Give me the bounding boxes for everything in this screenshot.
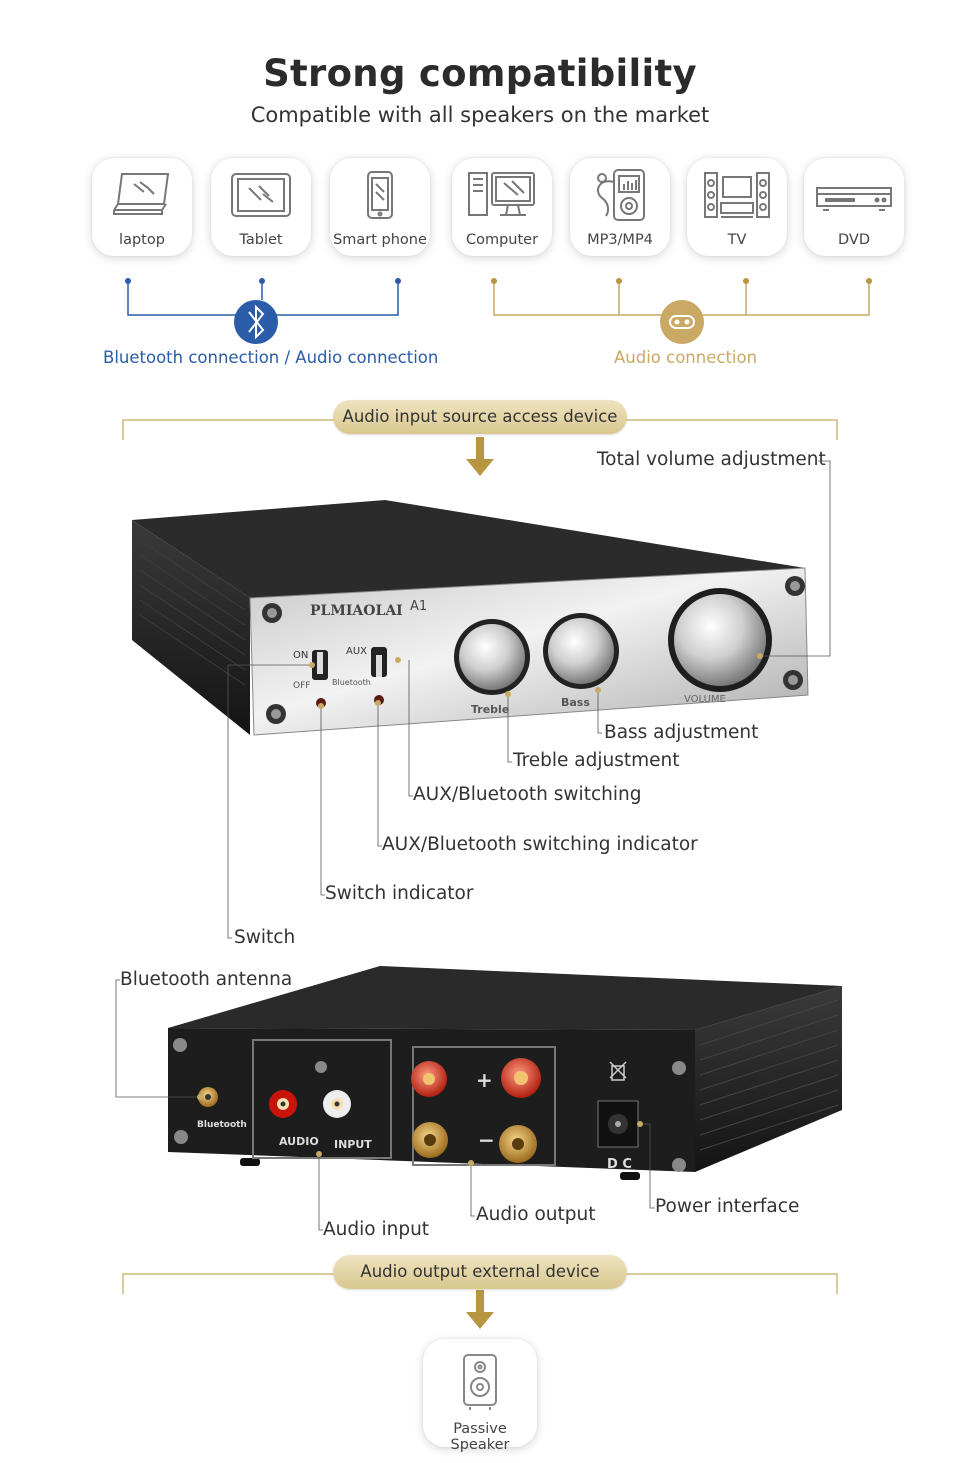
device-label: MP3/MP4 [587,232,653,248]
audio-input-callout: Audio input [323,1219,430,1240]
switch-callout: Switch [234,927,296,948]
tablet-icon [211,168,311,224]
plus-text: + [476,1068,493,1092]
aux-indicator-callout: AUX/Bluetooth switching indicator [382,834,698,855]
output-section-label: Audio output external device [333,1255,627,1289]
front-callout-lines [227,460,831,939]
down-arrow-icon [466,1290,494,1329]
off-text: OFF [293,681,310,691]
aux-text: AUX [346,646,367,657]
volume-text: VOLUME [684,694,726,705]
page-subtitle: Compatible with all speakers on the mark… [250,103,710,127]
input-section-label: Audio input source access device [333,400,627,434]
bluetooth-icon [234,300,278,344]
device-card-smartphone: Smart phone [330,158,430,256]
speaker-label: Passive Speaker [450,1421,510,1453]
passive-speaker-card: Passive Speaker [423,1339,537,1453]
brand-text: PLMIAOLAI [310,603,403,619]
audio-connection-label: Audio connection [614,348,758,367]
bluetooth-back-text: Bluetooth [197,1120,247,1130]
bass-text: Bass [561,696,590,709]
tv-icon [687,168,787,224]
aux-switch-callout: AUX/Bluetooth switching [413,784,642,805]
audio-back-text: AUDIO [279,1135,319,1148]
computer-icon [452,168,552,224]
device-card-tv: TV [687,158,787,256]
output-section-bracket [122,1273,838,1294]
speaker-icon [423,1353,537,1411]
bass-callout: Bass adjustment [604,722,759,743]
treble-text: Treble [471,703,509,716]
device-card-mp3: MP3/MP4 [570,158,670,256]
input-back-text: INPUT [334,1138,372,1151]
device-label: Tablet [239,232,283,248]
device-card-tablet: Tablet [211,158,311,256]
device-label: laptop [119,232,165,248]
mp3-player-icon [570,168,670,224]
device-label: DVD [838,232,870,248]
device-card-dvd: DVD [804,158,904,256]
model-text: A1 [410,599,427,614]
device-card-laptop: laptop [92,158,192,256]
device-label: Computer [465,232,539,248]
laptop-icon [92,168,192,224]
device-label: TV [727,232,747,248]
volume-callout: Total volume adjustment [597,449,826,470]
smartphone-icon [330,168,430,224]
dvd-player-icon [804,168,904,224]
power-callout: Power interface [655,1196,800,1217]
device-label: Smart phone [333,232,427,248]
input-section-bracket [122,419,838,440]
down-arrow-icon [466,437,494,476]
amplifier-back-image [168,966,842,1180]
bluetooth-panel-text: Bluetooth [332,678,371,687]
audio-cable-icon [660,300,704,344]
audio-output-callout: Audio output [476,1204,596,1225]
page-title: Strong compatibility [263,52,697,95]
antenna-callout: Bluetooth antenna [120,969,293,990]
dc-text: D C [607,1157,632,1172]
switch-indicator-callout: Switch indicator [325,883,474,904]
minus-text: − [478,1128,495,1152]
back-callout-lines [115,979,655,1231]
bluetooth-connection-label: Bluetooth connection / Audio connection [103,348,439,367]
treble-callout: Treble adjustment [513,750,680,771]
on-text: ON [293,650,308,661]
device-card-computer: Computer [452,158,552,256]
